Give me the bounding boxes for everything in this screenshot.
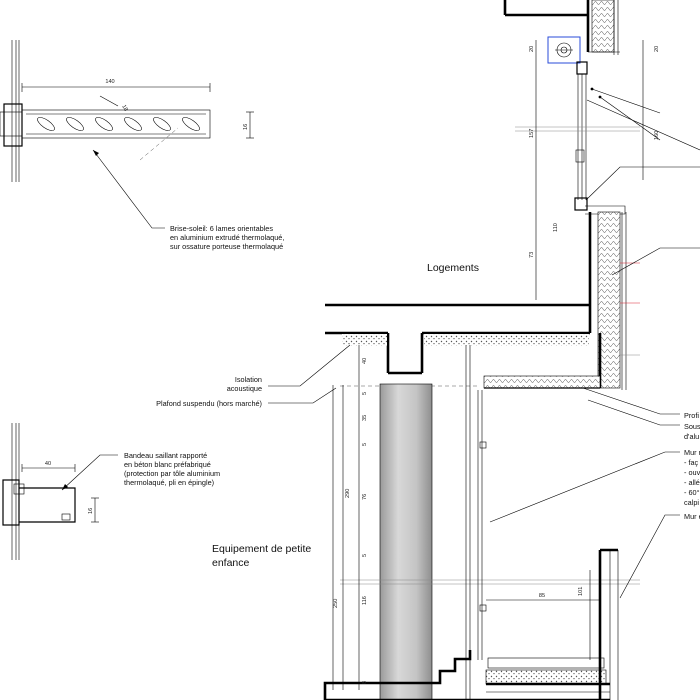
dim-116: 116 bbox=[362, 596, 368, 605]
dim-20b: 20 bbox=[654, 46, 660, 52]
equipement-label-1: Equipement de petite bbox=[212, 543, 311, 555]
dim-250: 250 bbox=[333, 599, 339, 608]
right-label-calpi: calpi bbox=[684, 498, 699, 507]
right-label-fac: - faç bbox=[684, 458, 699, 467]
dim-140: 140 bbox=[105, 79, 114, 85]
right-label-ouv: - ouv bbox=[684, 468, 700, 477]
dim-5a: 5 bbox=[362, 392, 368, 395]
louver-blades bbox=[37, 117, 200, 131]
brise-soleil-label-2: en aluminium extrudé thermolaqué, bbox=[170, 233, 284, 242]
bandeau-label-1: Bandeau saillant rapporté bbox=[124, 451, 207, 460]
bandeau-label-3: (protection par tôle aluminium bbox=[124, 469, 220, 478]
brise-soleil-label-3: sur ossature porteuse thermolaqué bbox=[170, 242, 283, 251]
dim-160: 160 bbox=[654, 131, 660, 140]
bandeau-label-2: en béton blanc préfabriqué bbox=[124, 460, 211, 469]
brise-soleil-detail: 140 18 16 Brise-soleil: 6 lames orientab… bbox=[0, 40, 284, 251]
isolation-label-1: Isolation bbox=[235, 375, 262, 384]
dim-40: 40 bbox=[45, 461, 51, 467]
equipement-label-2: enfance bbox=[212, 557, 250, 569]
logements-label: Logements bbox=[427, 262, 479, 274]
dim-20a: 20 bbox=[529, 46, 535, 52]
bandeau-detail: 40 16 Bandeau saillant rapporté en béton… bbox=[2, 423, 220, 560]
dim-35: 35 bbox=[362, 415, 368, 421]
right-label-mur2: Mur e bbox=[684, 512, 700, 521]
dim-73: 73 bbox=[529, 252, 535, 258]
dim-16b: 16 bbox=[88, 508, 94, 514]
right-label-60: - 60° bbox=[684, 488, 700, 497]
dim-157: 157 bbox=[529, 129, 535, 138]
right-label-mur1: Mur r bbox=[684, 448, 700, 457]
right-label-alle: - allé bbox=[684, 478, 700, 487]
bandeau-label-4: thermolaqué, pli en épingle) bbox=[124, 478, 214, 487]
dim-101: 101 bbox=[578, 587, 584, 596]
dim-5b: 5 bbox=[362, 443, 368, 446]
plafond-label: Plafond suspendu (hors marché) bbox=[156, 399, 262, 408]
main-section: 20 20 157 160 110 73 40 5 35 5 290 76 25… bbox=[156, 0, 700, 700]
dim-40b: 40 bbox=[362, 358, 368, 364]
isolation-label-2: acoustique bbox=[227, 384, 262, 393]
dim-76: 76 bbox=[362, 494, 368, 500]
brise-soleil-label-1: Brise-soleil: 6 lames orientables bbox=[170, 224, 273, 233]
dim-16: 16 bbox=[243, 124, 249, 130]
dim-5c: 5 bbox=[362, 554, 368, 557]
dim-110: 110 bbox=[553, 223, 559, 232]
dim-290: 290 bbox=[345, 489, 351, 498]
dim-18: 18 bbox=[120, 104, 128, 112]
dim-8: 8 bbox=[362, 681, 368, 684]
right-label-sous: Sous bbox=[684, 422, 700, 431]
right-label-dalu: d'alu bbox=[684, 432, 699, 441]
dim-85: 85 bbox=[539, 593, 545, 599]
right-label-profi: Profi bbox=[684, 411, 699, 420]
